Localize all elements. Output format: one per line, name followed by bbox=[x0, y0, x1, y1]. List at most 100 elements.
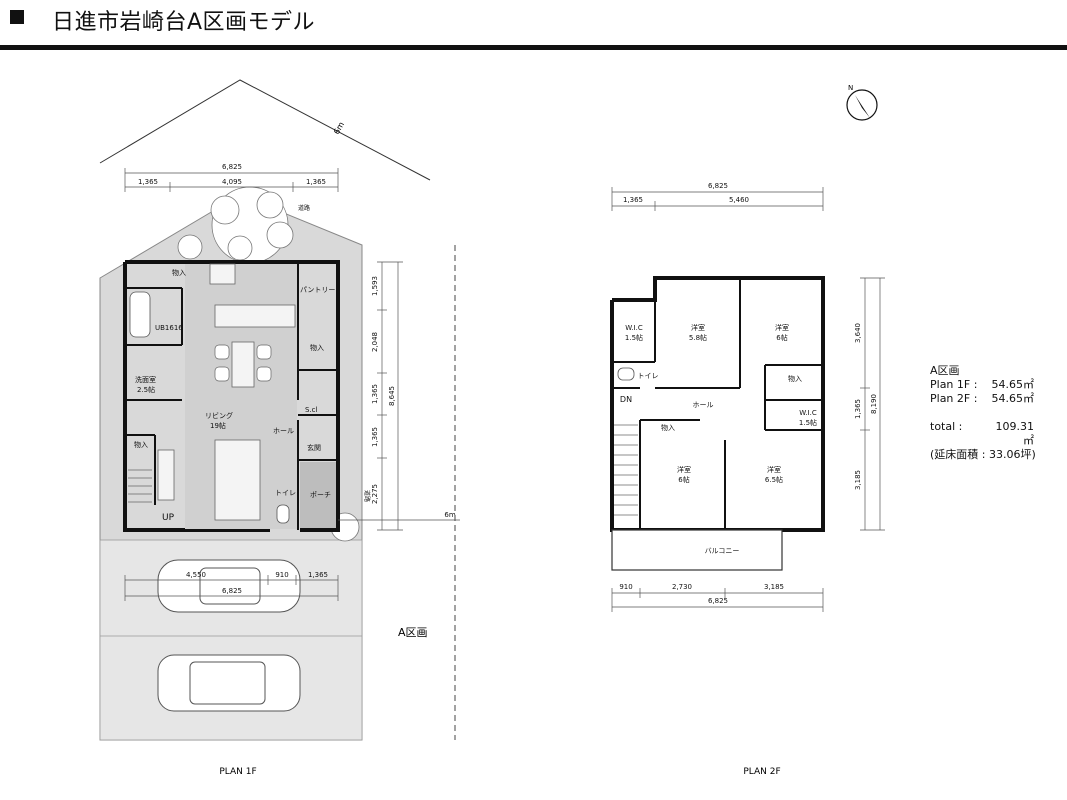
boundary-6m-label: 6m bbox=[332, 120, 346, 136]
fridge bbox=[209, 263, 236, 285]
dim-1f-top-0: 1,365 bbox=[138, 178, 158, 186]
room-porch: ポーチ bbox=[310, 491, 331, 499]
area-1f-label: Plan 1F : bbox=[930, 378, 978, 391]
lot-label: A区画 bbox=[398, 626, 428, 639]
room-hall: ホール bbox=[273, 427, 294, 435]
room2-hall: ホール bbox=[693, 401, 714, 409]
dims-right-1f bbox=[338, 261, 460, 531]
dim-2f-right-total: 8,190 bbox=[870, 394, 878, 414]
dims-top-2f bbox=[611, 187, 824, 211]
dims-bottom-2f bbox=[611, 588, 824, 612]
dim-1f-right-total: 8,645 bbox=[388, 386, 396, 406]
room2-room4: 洋室 bbox=[767, 465, 781, 474]
porch-floor bbox=[300, 462, 336, 528]
dim-2f-top-1: 5,460 bbox=[729, 196, 749, 204]
area-row-1f: Plan 1F : 54.65㎡ bbox=[930, 378, 1036, 392]
room2-room1-size: 5.8帖 bbox=[689, 333, 707, 342]
room-storage-mid: 物入 bbox=[310, 343, 324, 352]
header-rule bbox=[0, 45, 1067, 50]
car-2 bbox=[157, 654, 301, 712]
room-toilet: トイレ bbox=[275, 489, 296, 497]
dim-1f-top-1: 4,095 bbox=[222, 178, 242, 186]
dim-parking-total: 6,825 bbox=[222, 587, 242, 595]
road-top-label: 道路 bbox=[298, 204, 310, 212]
balcony bbox=[611, 529, 783, 571]
room-washroom-size: 2.5帖 bbox=[137, 385, 155, 394]
dims-right-2f bbox=[860, 277, 885, 531]
bathtub bbox=[129, 291, 151, 338]
area-1f-value: 54.65㎡ bbox=[991, 378, 1035, 391]
room2-toilet: トイレ bbox=[638, 372, 659, 380]
dining-table bbox=[231, 341, 255, 388]
dim-2f-bottom-0: 910 bbox=[619, 583, 632, 591]
toilet-fixture bbox=[276, 504, 290, 524]
dim-2f-top-total: 6,825 bbox=[708, 182, 728, 190]
dim-2f-right-0: 3,640 bbox=[854, 323, 862, 343]
room2-room2-size: 6帖 bbox=[776, 333, 787, 342]
title-bullet bbox=[10, 10, 24, 24]
dim-parking-0: 4,550 bbox=[186, 571, 206, 579]
room-scl: S.cl bbox=[305, 406, 318, 414]
room2-room3: 洋室 bbox=[677, 465, 691, 474]
dim-1f-right-0: 1,593 bbox=[371, 276, 379, 296]
room2-room1: 洋室 bbox=[691, 323, 705, 332]
room2-storage2: 物入 bbox=[661, 423, 675, 432]
area-2f-value: 54.65㎡ bbox=[991, 392, 1035, 405]
kitchen-counter bbox=[214, 304, 296, 328]
plan-2f: W.I.C 1.5帖 洋室 5.8帖 洋室 6帖 トイレ 物入 DN ホール W… bbox=[610, 182, 885, 777]
area-heading: A区画 bbox=[930, 364, 960, 377]
room2-room3-size: 6帖 bbox=[678, 475, 689, 484]
room-up: UP bbox=[162, 513, 175, 523]
room2-storage1: 物入 bbox=[788, 374, 802, 383]
room2-dn: DN bbox=[620, 395, 632, 404]
dim-2f-right-1: 1,365 bbox=[854, 399, 862, 419]
area-summary: A区画 Plan 1F : 54.65㎡ Plan 2F : 54.65㎡ to… bbox=[930, 364, 1036, 462]
car-1 bbox=[157, 559, 301, 613]
road-side-label: 道路 bbox=[363, 490, 371, 502]
dim-1f-right-1: 2,048 bbox=[371, 332, 379, 352]
dim-2f-bottom-2: 3,185 bbox=[764, 583, 784, 591]
dim-1f-top-2: 1,365 bbox=[306, 178, 326, 186]
room-pantry: パントリー bbox=[300, 286, 335, 294]
room2-room4-size: 6.5帖 bbox=[765, 475, 783, 484]
dim-2f-right-2: 3,185 bbox=[854, 470, 862, 490]
toilet-2f-fixture bbox=[617, 367, 635, 381]
north-arrow-icon: N bbox=[846, 84, 878, 121]
room2-wic1-size: 1.5帖 bbox=[625, 333, 643, 342]
room2-wic2-size: 1.5帖 bbox=[799, 418, 817, 427]
area-row-total: total : 109.31㎡ bbox=[930, 420, 1036, 448]
room-storage-left: 物入 bbox=[134, 440, 148, 449]
dim-2f-bottom-1: 2,730 bbox=[672, 583, 692, 591]
room-living: リビング bbox=[205, 411, 233, 420]
room2-balcony: バルコニー bbox=[705, 547, 740, 555]
room-ub: UB1616 bbox=[155, 324, 183, 332]
area-total-value: 109.31㎡ bbox=[995, 420, 1035, 447]
dim-1f-top-total: 6,825 bbox=[222, 163, 242, 171]
dims-parking bbox=[124, 575, 339, 601]
dim-2f-bottom-total: 6,825 bbox=[708, 597, 728, 605]
tv-board bbox=[157, 449, 175, 501]
room-living-size: 19帖 bbox=[210, 421, 226, 430]
header: 日進市岩崎台A区画モデル bbox=[0, 0, 1067, 52]
plan-1f: 6m bbox=[99, 79, 460, 777]
room2-room2: 洋室 bbox=[775, 323, 789, 332]
dims-top-1f bbox=[124, 168, 339, 192]
stair-2f bbox=[614, 424, 638, 516]
plan-2f-label: PLAN 2F bbox=[743, 767, 780, 777]
area-total-label: total : bbox=[930, 420, 963, 433]
room-washroom: 洗面室 bbox=[135, 375, 156, 384]
area-tsubo: (延床面積 : 33.06坪) bbox=[930, 448, 1036, 461]
walls-1f bbox=[123, 260, 340, 532]
tree-small bbox=[177, 234, 203, 260]
dim-2f-top-0: 1,365 bbox=[623, 196, 643, 204]
sofa bbox=[214, 439, 261, 521]
room-storage-top: 物入 bbox=[172, 268, 186, 277]
dim-1f-right-2: 1,365 bbox=[371, 384, 379, 404]
page-title: 日進市岩崎台A区画モデル bbox=[52, 10, 316, 35]
area-2f-label: Plan 2F : bbox=[930, 392, 978, 405]
tree-top bbox=[210, 186, 294, 264]
plan-1f-label: PLAN 1F bbox=[219, 767, 256, 777]
room2-wic2: W.I.C bbox=[799, 409, 817, 417]
room-entrance: 玄関 bbox=[307, 443, 321, 452]
north-label: N bbox=[848, 84, 853, 92]
